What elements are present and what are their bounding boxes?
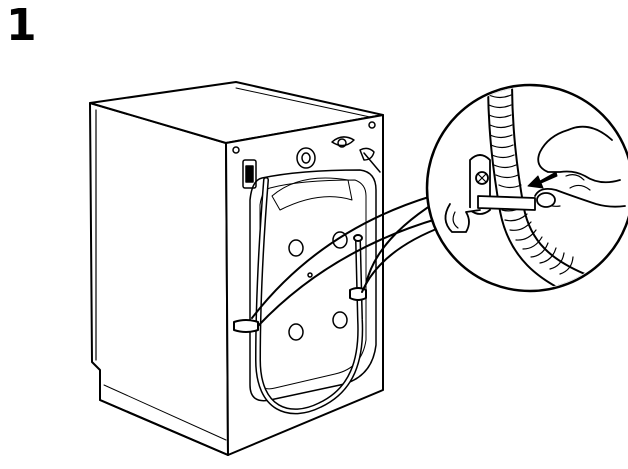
step-number: 1 (6, 0, 37, 51)
magnified-detail (425, 83, 628, 293)
callout-lines (251, 195, 445, 327)
